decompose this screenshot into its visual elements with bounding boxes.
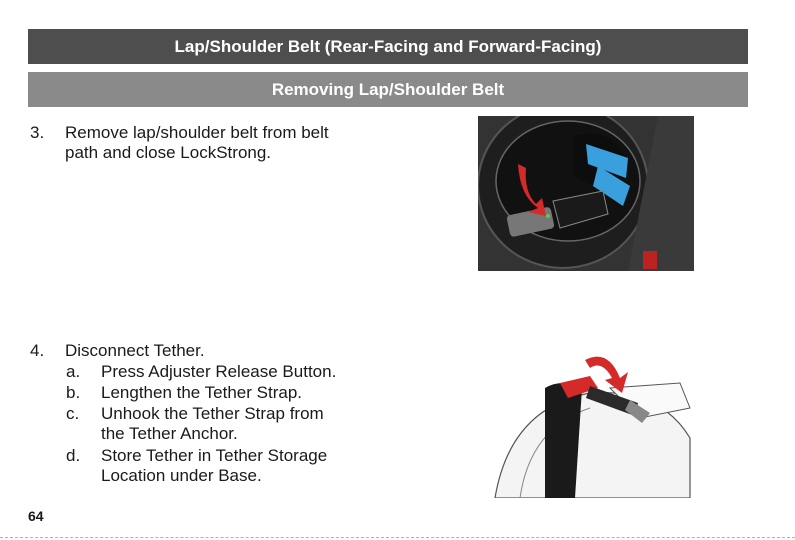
substep-letter: b. <box>66 383 81 402</box>
step-number: 4. <box>30 341 45 360</box>
step-text: Remove lap/shoulder belt from belt path … <box>65 123 395 163</box>
step-text: Disconnect Tether. <box>65 341 395 361</box>
step-number: 3. <box>30 123 45 142</box>
section-title: Lap/Shoulder Belt (Rear-Facing and Forwa… <box>174 36 602 56</box>
substep-text-line: Unhook the Tether Strap from <box>101 404 324 423</box>
substep-text-line: Press Adjuster Release Button. <box>101 362 337 381</box>
step-text-line: path and close LockStrong. <box>65 143 272 162</box>
red-arrow-icon <box>518 164 546 216</box>
substep-text-line: Store Tether in Tether Storage <box>101 446 328 465</box>
tether-strap <box>545 383 582 498</box>
step-text-line: Remove lap/shoulder belt from belt <box>65 123 329 142</box>
substep-text: Unhook the Tether Strap from the Tether … <box>101 404 401 444</box>
substep-text: Lengthen the Tether Strap. <box>101 383 401 403</box>
adjuster-release-button <box>560 376 598 398</box>
substep-text: Press Adjuster Release Button. <box>101 362 401 382</box>
substep-letter: d. <box>66 446 81 465</box>
page-number: 64 <box>28 508 44 524</box>
section-title-bar: Lap/Shoulder Belt (Rear-Facing and Forwa… <box>28 29 748 64</box>
tether-hook-icon <box>625 400 650 423</box>
section-subtitle-bar: Removing Lap/Shoulder Belt <box>28 72 748 107</box>
red-latch-icon <box>643 251 657 269</box>
substep-text-line: Location under Base. <box>101 466 262 485</box>
substep-letter: c. <box>66 404 80 423</box>
substep-text-line: the Tether Anchor. <box>101 424 238 443</box>
lockstrong-closing-illustration <box>478 116 694 271</box>
substep-letter: a. <box>66 362 81 381</box>
section-subtitle: Removing Lap/Shoulder Belt <box>271 79 505 99</box>
red-arrow-icon <box>585 356 628 393</box>
tether-disconnect-illustration <box>490 348 700 498</box>
substep-text: Store Tether in Tether Storage Location … <box>101 446 401 486</box>
step-text-line: Disconnect Tether. <box>65 341 205 360</box>
page-edge-line <box>0 537 795 538</box>
blue-belt-strap <box>586 144 630 206</box>
substep-text-line: Lengthen the Tether Strap. <box>101 383 303 402</box>
